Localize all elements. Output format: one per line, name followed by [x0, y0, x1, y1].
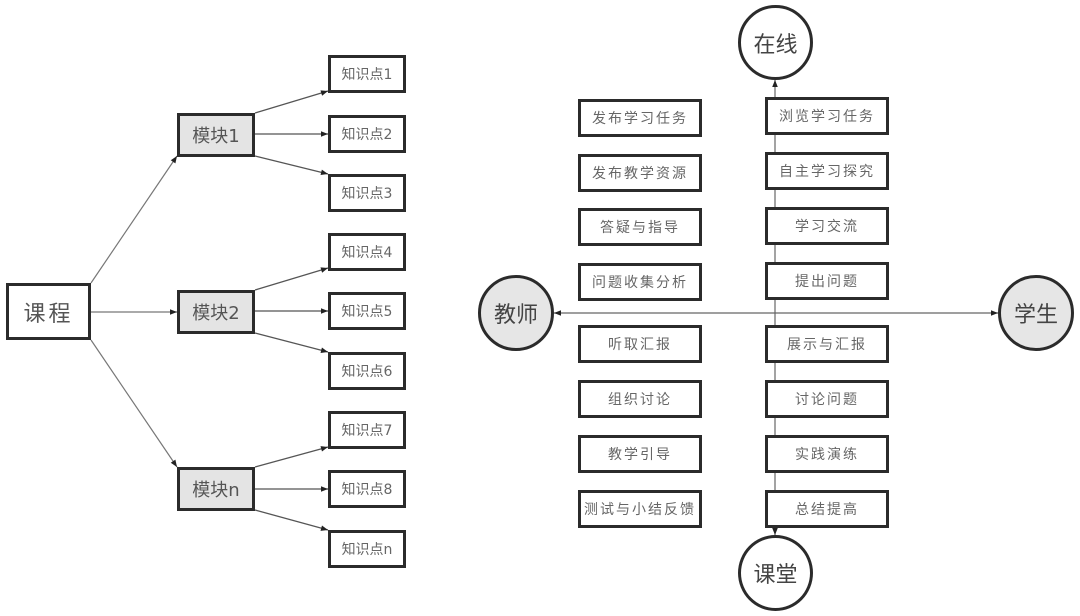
arrow-modulen-kpn — [254, 509, 329, 531]
student-action-7: 实践演练 — [765, 435, 889, 473]
student-action-3: 学习交流 — [765, 207, 889, 245]
arrow-module1-kp3 — [254, 155, 329, 176]
knowledge-point-n: 知识点n — [328, 530, 406, 568]
teacher-action-2: 发布教学资源 — [578, 154, 702, 192]
student-action-1: 浏览学习任务 — [765, 97, 889, 135]
knowledge-point-4: 知识点4 — [328, 233, 406, 271]
teacher-action-7: 教学引导 — [578, 435, 702, 473]
student-action-6: 讨论问题 — [765, 380, 889, 418]
knowledge-point-3: 知识点3 — [328, 174, 406, 212]
arrow-module2-kp6 — [254, 332, 329, 353]
student-node: 学生 — [998, 275, 1074, 351]
arrow-course-module1 — [90, 155, 178, 284]
teacher-action-6: 组织讨论 — [578, 380, 702, 418]
knowledge-point-1: 知识点1 — [328, 55, 406, 93]
module-node-2: 模块2 — [177, 290, 255, 334]
teacher-node: 教师 — [478, 275, 554, 351]
knowledge-point-5: 知识点5 — [328, 292, 406, 330]
arrow-module2-kp4 — [254, 267, 329, 291]
student-action-2: 自主学习探究 — [765, 152, 889, 190]
teacher-action-4: 问题收集分析 — [578, 263, 702, 301]
teacher-action-1: 发布学习任务 — [578, 99, 702, 137]
arrow-module1-kp1 — [254, 90, 329, 114]
online-node: 在线 — [738, 5, 813, 80]
module-node-n: 模块n — [177, 467, 255, 511]
arrow-modulen-kp7 — [254, 446, 329, 468]
student-action-4: 提出问题 — [765, 262, 889, 300]
teacher-action-8: 测试与小结反馈 — [578, 490, 702, 528]
teacher-action-5: 听取汇报 — [578, 325, 702, 363]
student-action-5: 展示与汇报 — [765, 325, 889, 363]
knowledge-point-6: 知识点6 — [328, 352, 406, 390]
arrow-course-modulen — [90, 339, 178, 468]
knowledge-point-7: 知识点7 — [328, 411, 406, 449]
module-node-1: 模块1 — [177, 113, 255, 157]
teacher-action-3: 答疑与指导 — [578, 208, 702, 246]
classroom-node: 课堂 — [738, 535, 813, 611]
course-node: 课程 — [6, 283, 91, 340]
knowledge-point-8: 知识点8 — [328, 470, 406, 508]
knowledge-point-2: 知识点2 — [328, 115, 406, 153]
student-action-8: 总结提高 — [765, 490, 889, 528]
